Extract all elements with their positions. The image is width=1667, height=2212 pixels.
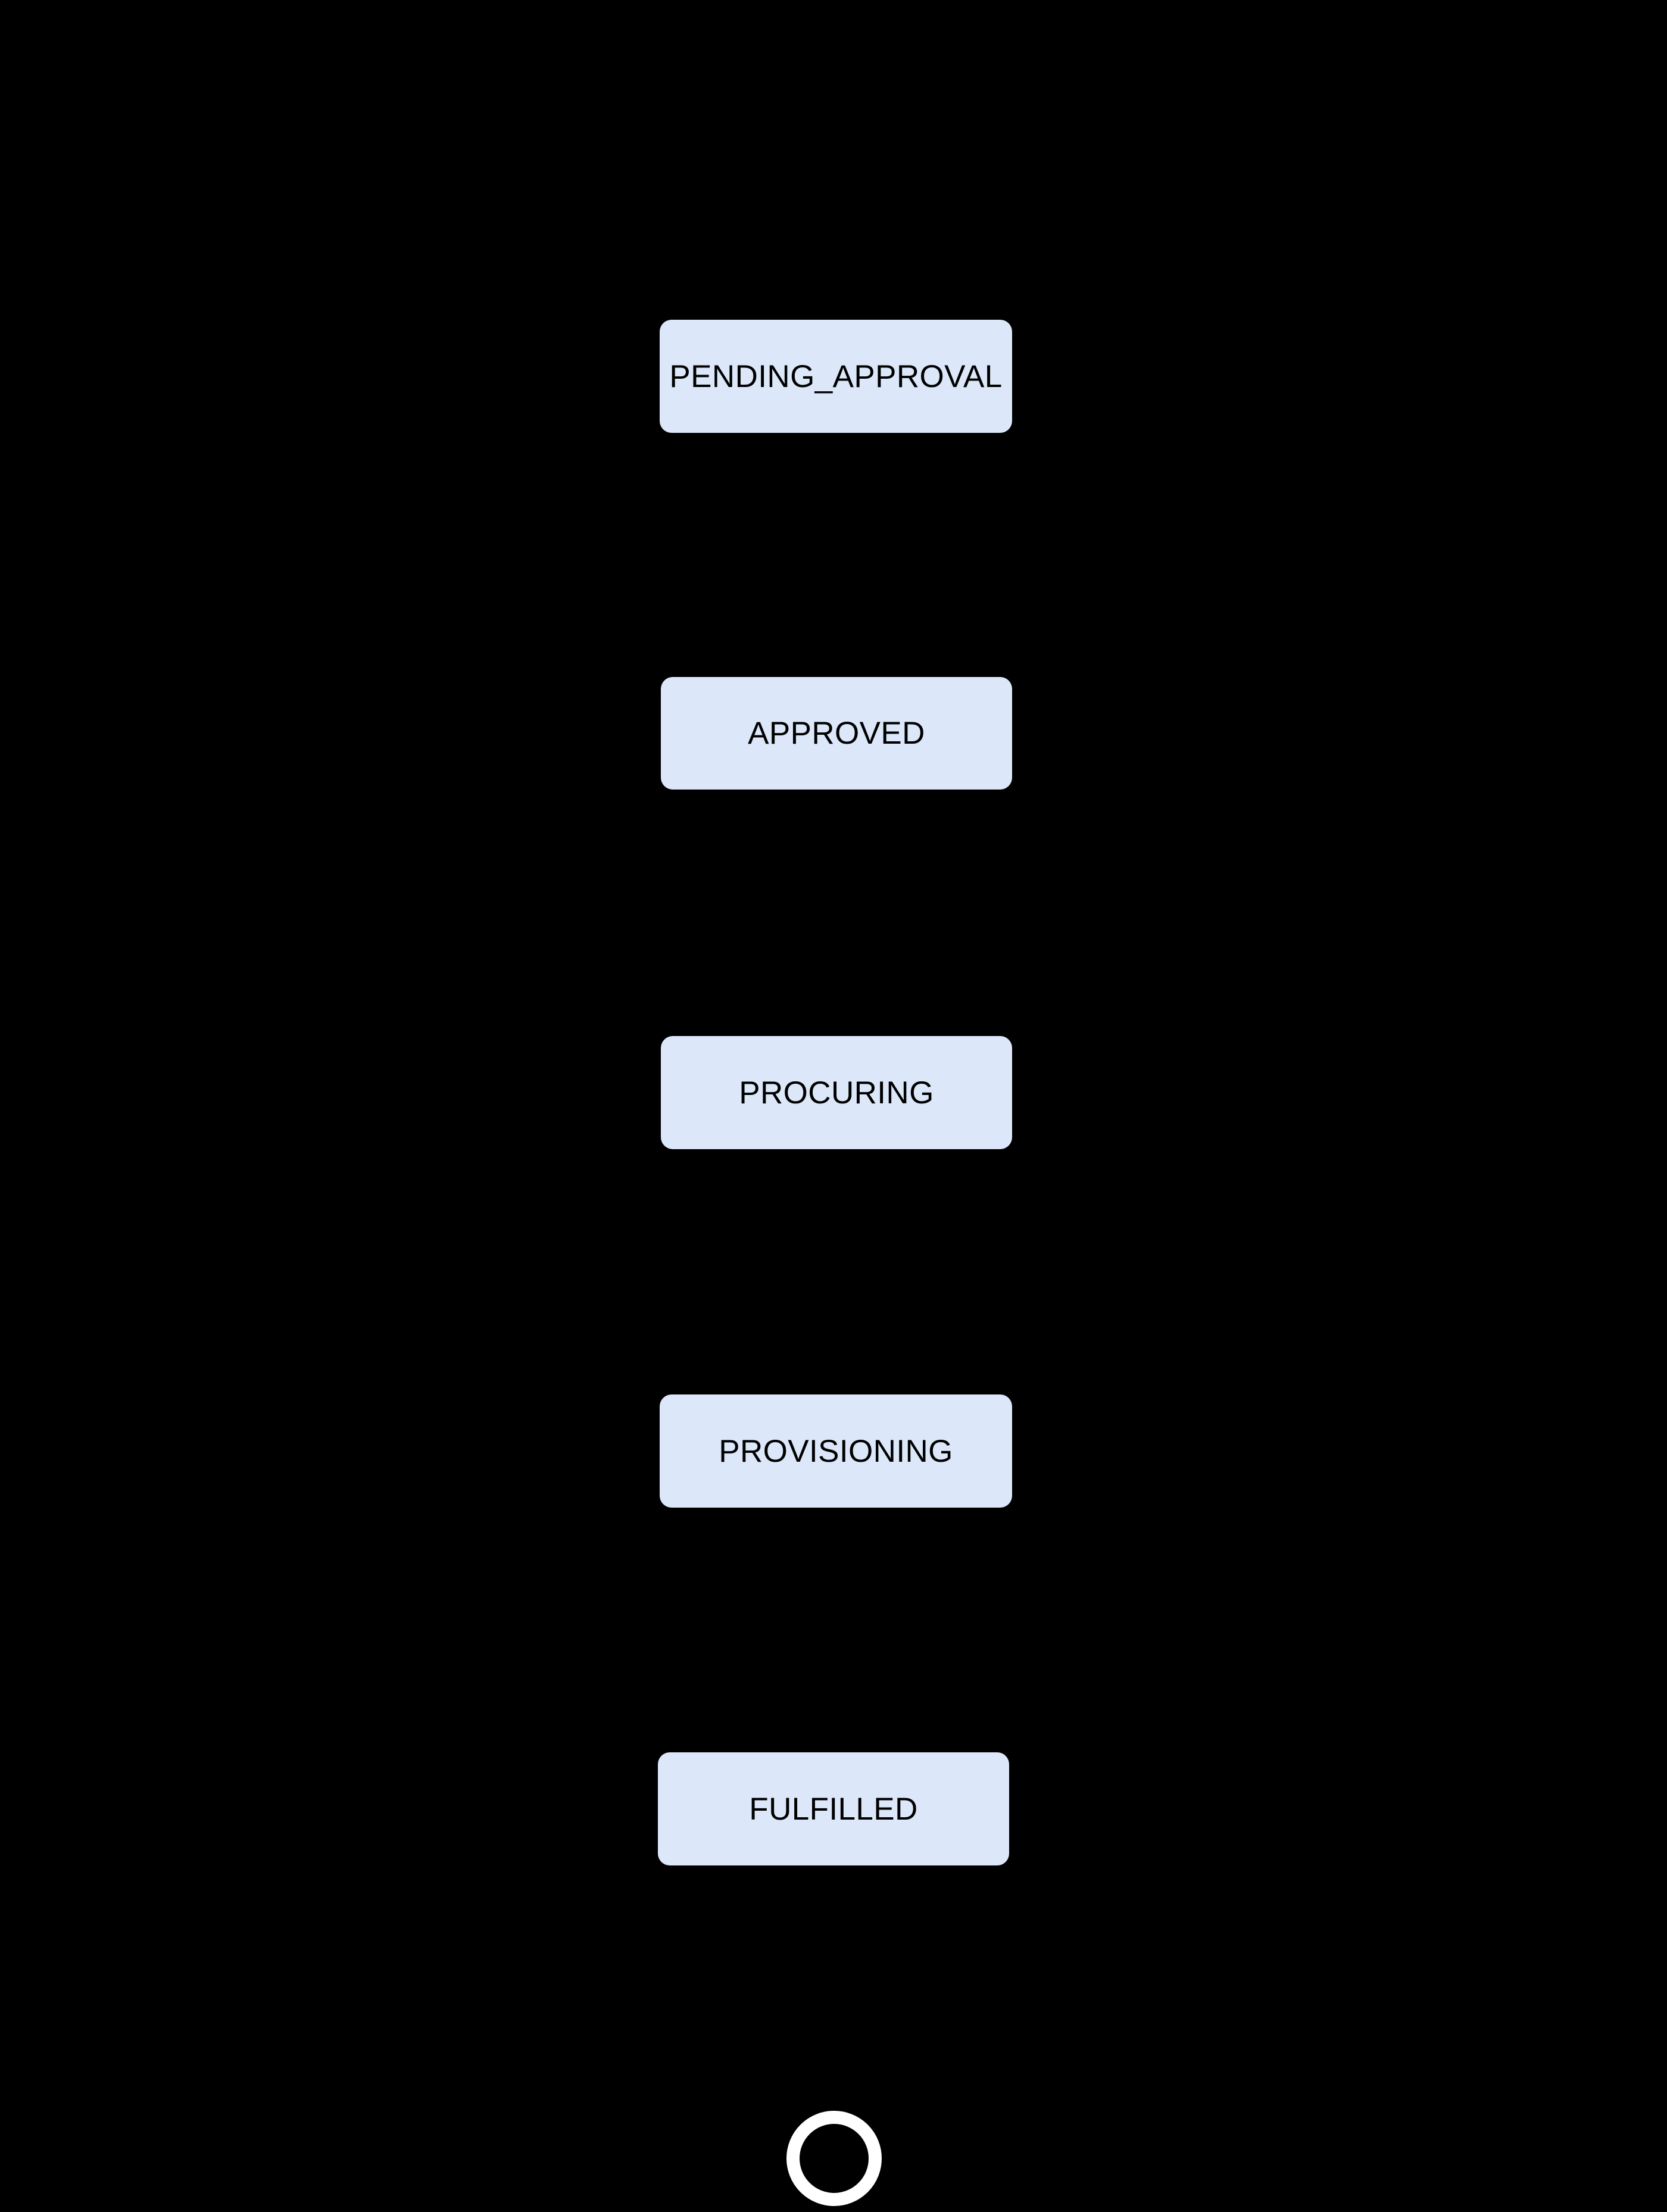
node-pending-approval[interactable]: PENDING_APPROVAL — [660, 320, 1012, 433]
node-approved[interactable]: APPROVED — [661, 677, 1012, 790]
node-label-fulfilled: FULFILLED — [749, 1791, 918, 1827]
node-label-pending-approval: PENDING_APPROVAL — [669, 358, 1003, 394]
node-label-provisioning: PROVISIONING — [719, 1433, 953, 1469]
node-label-procuring: PROCURING — [739, 1075, 934, 1110]
node-provisioning[interactable]: PROVISIONING — [660, 1394, 1012, 1508]
node-label-approved: APPROVED — [748, 716, 925, 751]
node-fulfilled[interactable]: FULFILLED — [658, 1752, 1009, 1865]
end-state-node[interactable] — [786, 2111, 882, 2206]
node-procuring[interactable]: PROCURING — [661, 1036, 1012, 1149]
